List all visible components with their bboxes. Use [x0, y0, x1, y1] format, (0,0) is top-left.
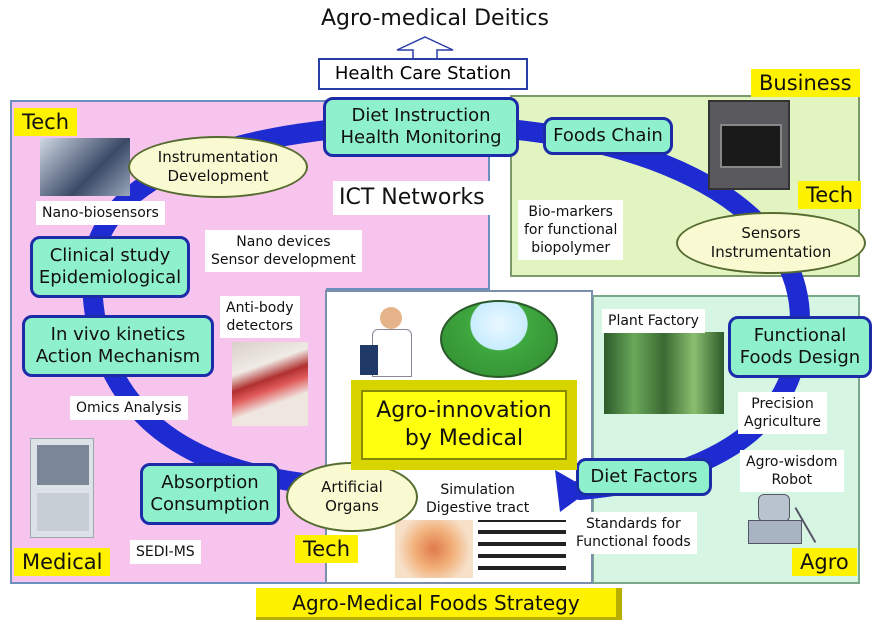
label-anti-body-line1: Anti-body	[226, 300, 294, 316]
lab-instrument-photo	[30, 438, 94, 538]
node-diet-factors: Diet Factors	[576, 458, 712, 496]
label-agro-wisdom-line2: Robot	[771, 472, 813, 488]
label-biomarkers-line1: Bio-markers	[528, 204, 613, 220]
tag-medical: Medical	[14, 548, 111, 576]
node-functional-foods-line2: Foods Design	[739, 347, 861, 368]
health-care-station-label: Health Care Station	[334, 63, 512, 84]
plant-factory-photo	[604, 332, 724, 414]
label-omics: Omics Analysis	[70, 396, 188, 420]
health-care-station: Health Care Station	[318, 58, 528, 90]
node-absorption-line2: Consumption	[150, 494, 270, 515]
label-nano-devices-line2: Sensor development	[211, 252, 356, 268]
label-anti-body-line2: detectors	[226, 318, 293, 334]
label-anti-body: Anti-body detectors	[220, 296, 300, 338]
label-agro-wisdom: Agro-wisdom Robot	[740, 450, 844, 492]
tag-tech-left: Tech	[14, 108, 78, 136]
tag-tech-bottom: Tech	[295, 535, 359, 563]
label-agro-wisdom-line1: Agro-wisdom	[746, 454, 838, 470]
node-diet-instruction-line1: Diet Instruction	[351, 105, 491, 126]
ellipse-artificial-organs-line1: Artificial	[321, 478, 383, 496]
node-foods-chain: Foods Chain	[543, 117, 673, 155]
label-standards: Standards for Functional foods	[570, 512, 697, 554]
tag-tech-right: Tech	[798, 181, 862, 209]
node-foods-chain-label: Foods Chain	[553, 125, 663, 146]
node-in-vivo-line1: In vivo kinetics	[50, 324, 186, 345]
tag-business: Business	[751, 69, 860, 97]
node-in-vivo: In vivo kinetics Action Mechanism	[22, 315, 214, 377]
node-in-vivo-line2: Action Mechanism	[35, 346, 201, 367]
label-precision: Precision Agriculture	[738, 392, 827, 434]
node-clinical-study-line2: Epidemiological	[38, 267, 182, 288]
label-simulation-line2: Digestive tract	[426, 500, 530, 516]
doctor-illustration	[360, 305, 422, 377]
simulation-apparatus-illustration	[478, 520, 566, 578]
label-precision-line1: Precision	[751, 396, 814, 412]
page-title: Agro-medical Deitics	[321, 6, 549, 31]
label-biomarkers-line3: biopolymer	[531, 240, 611, 256]
node-diet-instruction-line2: Health Monitoring	[340, 127, 502, 148]
node-diet-factors-label: Diet Factors	[590, 466, 698, 487]
label-nano-biosensors: Nano-biosensors	[36, 201, 165, 225]
label-standards-line1: Standards for	[586, 516, 681, 532]
ellipse-sensors: Sensors Instrumentation	[676, 212, 866, 274]
center-box-face: Agro-innovation by Medical	[361, 390, 567, 460]
nano-biosensor-photo	[40, 138, 130, 196]
label-precision-line2: Agriculture	[744, 414, 821, 430]
label-nano-devices: Nano devices Sensor development	[205, 230, 362, 272]
digestive-tract-illustration	[395, 520, 473, 578]
up-arrow-icon	[396, 36, 454, 60]
center-box-line2: by Medical	[404, 426, 524, 451]
label-standards-line2: Functional foods	[576, 534, 691, 550]
ellipse-artificial-organs-line2: Organs	[325, 497, 379, 515]
ring-arrowhead	[555, 470, 590, 512]
node-absorption-line1: Absorption	[161, 472, 259, 493]
center-box: Agro-innovation by Medical	[351, 380, 577, 470]
footer-strategy-label: Agro-Medical Foods Strategy	[292, 591, 580, 615]
label-sedi-ms: SEDI-MS	[130, 540, 201, 564]
ellipse-sensors-line1: Sensors	[741, 224, 801, 242]
node-functional-foods-line1: Functional	[753, 325, 847, 346]
footer-strategy: Agro-Medical Foods Strategy	[256, 588, 622, 620]
label-simulation-line1: Simulation	[440, 482, 515, 498]
label-nano-devices-line1: Nano devices	[236, 234, 331, 250]
node-absorption: Absorption Consumption	[140, 463, 280, 525]
node-diet-instruction: Diet Instruction Health Monitoring	[323, 97, 519, 157]
label-biomarkers-line2: for functional	[524, 222, 618, 238]
ellipse-instrumentation-line2: Development	[167, 167, 269, 185]
ellipse-artificial-organs: Artificial Organs	[286, 462, 418, 532]
business-equipment-photo	[708, 100, 790, 190]
tag-agro: Agro	[792, 548, 857, 576]
label-ict-networks: ICT Networks	[333, 181, 491, 215]
robot-illustration	[740, 490, 840, 552]
label-plant-factory: Plant Factory	[602, 309, 705, 333]
center-box-line1: Agro-innovation	[376, 398, 552, 423]
node-clinical-study-line1: Clinical study	[49, 245, 171, 266]
antibody-detector-photo	[232, 342, 308, 426]
node-functional-foods: Functional Foods Design	[728, 316, 872, 378]
ellipse-instrumentation: Instrumentation Development	[128, 136, 308, 198]
label-simulation: Simulation Digestive tract	[420, 478, 536, 520]
farm-landscape-illustration	[440, 300, 558, 378]
ellipse-instrumentation-line1: Instrumentation	[157, 148, 279, 166]
label-biomarkers: Bio-markers for functional biopolymer	[518, 200, 624, 260]
node-clinical-study: Clinical study Epidemiological	[30, 236, 190, 298]
ellipse-sensors-line2: Instrumentation	[710, 243, 832, 261]
